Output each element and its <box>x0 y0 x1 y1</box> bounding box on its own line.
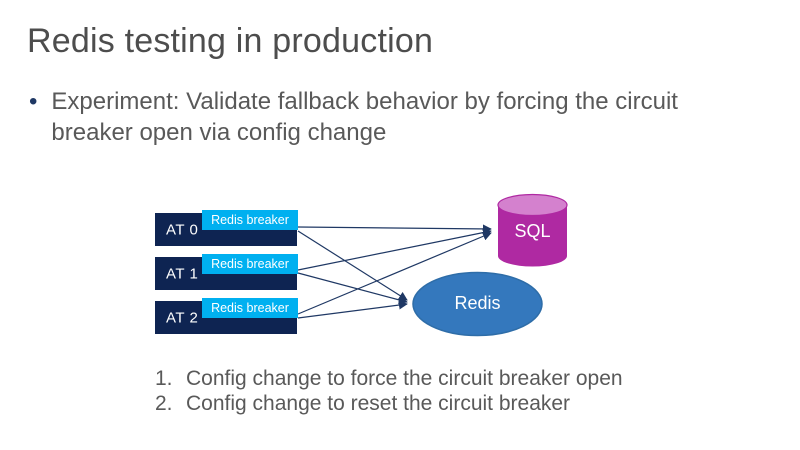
sql-cylinder-top <box>497 193 568 217</box>
connector-at0-redis <box>297 230 408 301</box>
at-box-1: AT 1 Redis breaker <box>155 254 298 290</box>
redis-breaker-badge: Redis breaker <box>202 254 298 274</box>
at-box-label: AT 2 <box>166 309 199 326</box>
redis-label: Redis <box>454 293 501 313</box>
sql-cylinder <box>497 193 568 267</box>
at-box-2: AT 2 Redis breaker <box>155 298 298 334</box>
redis-ellipse <box>412 271 543 337</box>
bullet-text-line: breaker open via config change <box>51 119 387 146</box>
page-title: Redis testing in production <box>27 22 434 60</box>
step-number: 2. <box>155 392 173 415</box>
at-box-label: AT 0 <box>166 221 199 238</box>
at-box-label: AT 1 <box>166 265 199 282</box>
connector-lines <box>297 224 492 319</box>
step-item: 1. Config change to force the circuit br… <box>155 366 623 391</box>
bullet-icon: • <box>29 88 38 115</box>
step-item: 2. Config change to reset the circuit br… <box>155 391 623 416</box>
at-box-0: AT 0 Redis breaker <box>155 210 298 246</box>
step-number: 1. <box>155 367 173 390</box>
connector-at1-redis <box>297 272 408 305</box>
bullet-text-line: Experiment: Validate fallback behavior b… <box>51 88 678 115</box>
connector-at2-sql <box>297 231 492 315</box>
sql-cylinder-body <box>498 205 567 267</box>
redis-breaker-badge: Redis breaker <box>202 298 298 318</box>
sql-label: SQL <box>514 221 551 241</box>
bullet-text: Experiment: Validate fallback behavior b… <box>51 86 678 148</box>
bullet-item: • Experiment: Validate fallback behavior… <box>29 86 678 148</box>
connector-at1-sql <box>297 228 492 271</box>
connector-at0-sql <box>297 224 492 234</box>
steps-list: 1. Config change to force the circuit br… <box>155 366 623 416</box>
redis-breaker-badge: Redis breaker <box>202 210 298 230</box>
step-text: Config change to force the circuit break… <box>186 367 623 390</box>
connector-at2-redis <box>297 300 408 319</box>
step-text: Config change to reset the circuit break… <box>186 392 571 415</box>
